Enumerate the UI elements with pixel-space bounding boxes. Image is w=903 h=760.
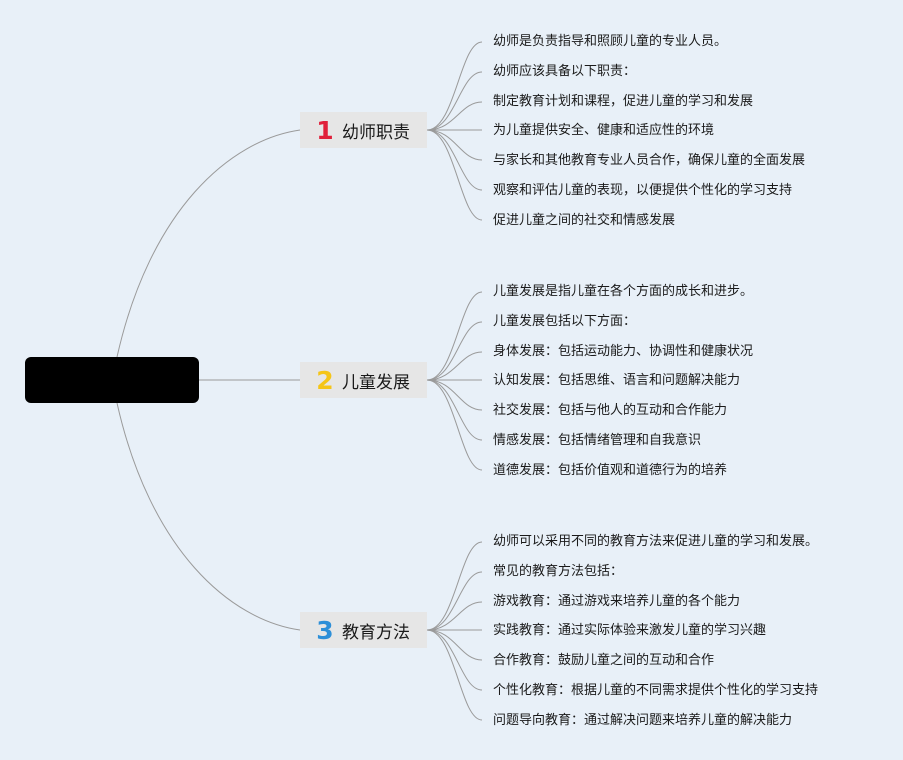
leaf-1-3[interactable]: 制定教育计划和课程，促进儿童的学习和发展 [493, 94, 754, 109]
root-to-branch-3-line [116, 402, 301, 631]
branch-1-to-leaf-3-line [426, 101, 483, 131]
branch-number-3: 3 [316, 615, 334, 645]
branch-2-to-leaf-6-line [426, 379, 483, 441]
branch-number-1: 1 [316, 115, 334, 145]
leaf-3-6[interactable]: 个性化教育：根据儿童的不同需求提供个性化的学习支持 [493, 683, 819, 698]
branch-3-to-leaf-6-line [426, 629, 483, 691]
leaf-1-7[interactable]: 促进儿童之间的社交和情感发展 [493, 213, 676, 228]
leaf-1-2[interactable]: 幼师应该具备以下职责： [493, 64, 637, 79]
branch-label-2: 儿童发展 [342, 372, 410, 393]
root-to-branch-1-line [116, 129, 301, 358]
branch-1-to-leaf-1-line [426, 41, 483, 131]
branch-3-to-leaf-3-line [426, 601, 483, 631]
branch-2-to-leaf-7-line [426, 379, 483, 471]
branch-label-1: 幼师职责 [342, 122, 410, 143]
branch-number-2: 2 [316, 365, 334, 395]
leaf-3-3[interactable]: 游戏教育：通过游戏来培养儿童的各个能力 [493, 594, 741, 609]
branch-1-to-leaf-5-line [426, 129, 483, 161]
branch-2-to-leaf-3-line [426, 351, 483, 381]
leaf-1-1[interactable]: 幼师是负责指导和照顾儿童的专业人员。 [493, 34, 728, 49]
leaf-3-7[interactable]: 问题导向教育：通过解决问题来培养儿童的解决能力 [493, 713, 793, 728]
leaf-2-1[interactable]: 儿童发展是指儿童在各个方面的成长和进步。 [493, 284, 754, 299]
branch-node-2[interactable]: 2 儿童发展 [300, 362, 427, 398]
branch-1-to-leaf-2-line [426, 71, 483, 131]
leaf-2-3[interactable]: 身体发展：包括运动能力、协调性和健康状况 [493, 344, 754, 359]
leaf-2-7[interactable]: 道德发展：包括价值观和道德行为的培养 [493, 463, 728, 478]
leaf-2-4[interactable]: 认知发展：包括思维、语言和问题解决能力 [493, 373, 741, 388]
branch-3-to-leaf-1-line [426, 541, 483, 631]
branch-3-to-leaf-7-line [426, 629, 483, 721]
leaf-3-2[interactable]: 常见的教育方法包括： [493, 564, 624, 579]
branch-1-to-leaf-7-line [426, 129, 483, 221]
leaf-2-5[interactable]: 社交发展：包括与他人的互动和合作能力 [493, 403, 728, 418]
branch-1-to-leaf-6-line [426, 129, 483, 191]
branch-node-1[interactable]: 1 幼师职责 [300, 112, 427, 148]
root-node[interactable] [25, 357, 199, 403]
branch-2-to-leaf-1-line [426, 291, 483, 381]
leaf-1-4[interactable]: 为儿童提供安全、健康和适应性的环境 [493, 123, 715, 138]
branch-2-to-leaf-5-line [426, 379, 483, 411]
branch-node-3[interactable]: 3 教育方法 [300, 612, 427, 648]
branch-2-to-leaf-2-line [426, 321, 483, 381]
leaf-1-6[interactable]: 观察和评估儿童的表现，以便提供个性化的学习支持 [493, 183, 793, 198]
leaf-2-2[interactable]: 儿童发展包括以下方面： [493, 314, 637, 329]
leaf-3-5[interactable]: 合作教育：鼓励儿童之间的互动和合作 [493, 653, 715, 668]
branch-label-3: 教育方法 [342, 622, 410, 643]
branch-3-to-leaf-5-line [426, 629, 483, 661]
branch-3-to-leaf-2-line [426, 571, 483, 631]
leaf-1-5[interactable]: 与家长和其他教育专业人员合作，确保儿童的全面发展 [493, 153, 806, 168]
leaf-3-4[interactable]: 实践教育：通过实际体验来激发儿童的学习兴趣 [493, 623, 767, 638]
leaf-3-1[interactable]: 幼师可以采用不同的教育方法来促进儿童的学习和发展。 [493, 534, 819, 549]
leaf-2-6[interactable]: 情感发展：包括情绪管理和自我意识 [493, 433, 702, 448]
